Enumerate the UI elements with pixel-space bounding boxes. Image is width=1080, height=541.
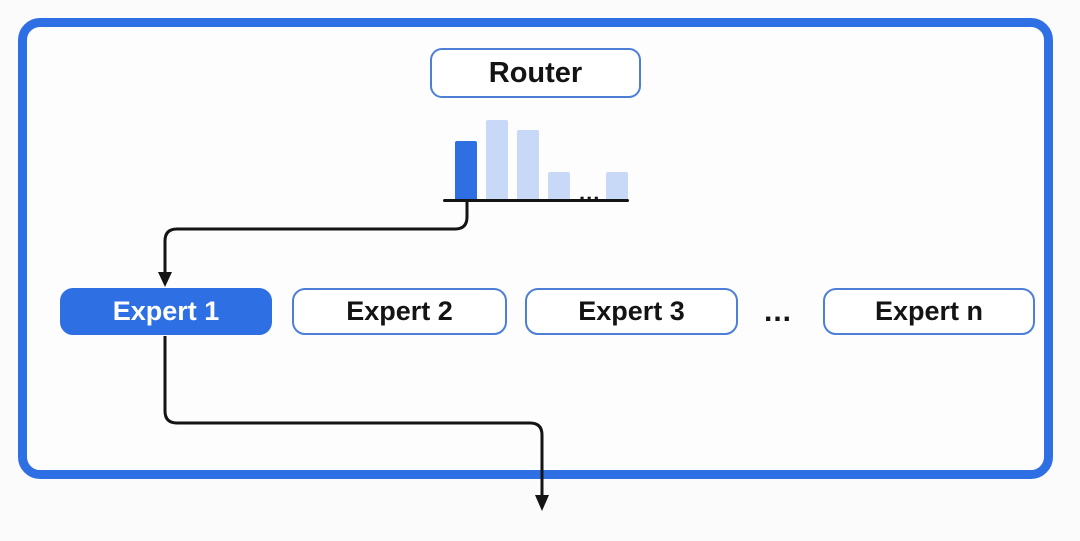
weight-bar-expert-n (606, 172, 628, 200)
expert-1-box: Expert 1 (60, 288, 272, 335)
weight-bar-expert-2 (486, 120, 508, 200)
weight-bar-expert-4 (548, 172, 570, 200)
expert-n-box: Expert n (823, 288, 1035, 335)
chart-ellipsis: ... (579, 180, 601, 205)
expert-3-label: Expert 3 (578, 296, 685, 326)
expert-1-label: Expert 1 (112, 296, 220, 326)
expert-3-box: Expert 3 (525, 288, 738, 335)
weight-bar-expert-3 (517, 130, 539, 200)
router-box: Router (430, 48, 641, 98)
expert-2-label: Expert 2 (346, 296, 453, 326)
chart-baseline (443, 199, 629, 202)
experts-ellipsis: ... (763, 294, 792, 328)
weight-bar-expert-1 (455, 141, 477, 200)
router-label: Router (488, 56, 583, 89)
expert-2-box: Expert 2 (292, 288, 507, 335)
router-weights-chart: ... (443, 112, 629, 205)
expert-n-label: Expert n (874, 296, 984, 326)
